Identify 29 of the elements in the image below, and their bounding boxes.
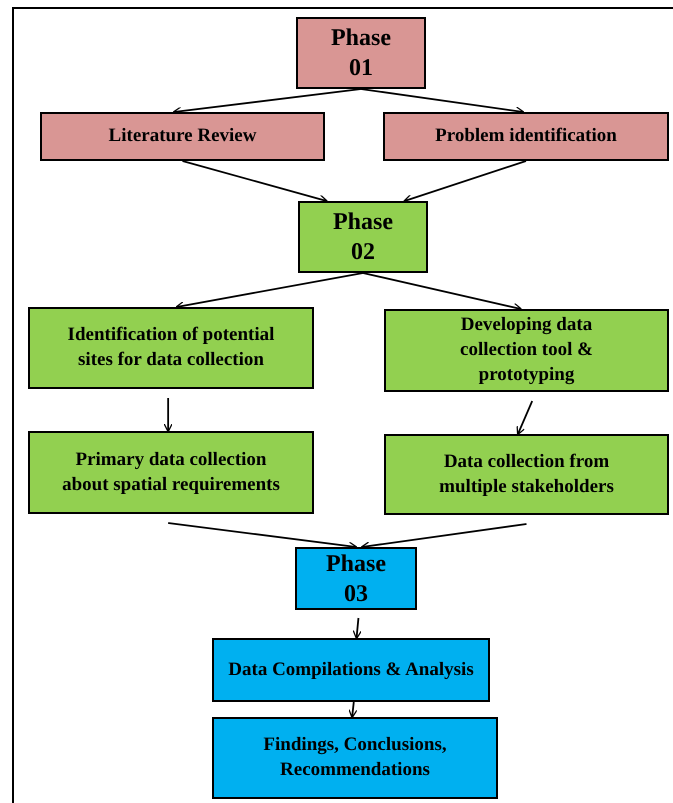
process-box — [28, 307, 314, 389]
process-box — [212, 638, 490, 702]
arrow — [352, 618, 362, 640]
arrow — [182, 160, 328, 204]
arrow — [362, 272, 522, 312]
box-label: Data collection from multiple stakeholders — [438, 450, 615, 498]
box-label: Phase 02 — [332, 208, 394, 267]
box-label: Literature Review — [108, 124, 256, 148]
process-box — [295, 547, 417, 610]
process-box — [212, 717, 498, 799]
process-box — [383, 112, 669, 161]
box-label: Primary data collection about spatial requirements — [61, 448, 281, 496]
process-box — [384, 309, 669, 392]
process-box — [298, 201, 428, 273]
box-label: Identification of potential sites for data collection — [66, 323, 276, 372]
box-label: Phase 01 — [330, 24, 392, 83]
arrow — [348, 702, 358, 718]
box-label: Problem identification — [435, 124, 617, 148]
arrow — [164, 398, 173, 432]
box-label: Findings, Conclusions, Recommendations — [262, 733, 448, 782]
process-box — [296, 17, 426, 89]
box-label: Data Compilations & Analysis — [228, 658, 474, 682]
process-box — [40, 112, 325, 161]
box-label: Developing data collection tool & prototyping — [459, 313, 594, 387]
arrow — [516, 400, 534, 436]
process-box — [28, 431, 314, 514]
box-label: Phase 03 — [325, 550, 387, 608]
arrow — [403, 160, 526, 204]
process-box — [384, 434, 669, 515]
